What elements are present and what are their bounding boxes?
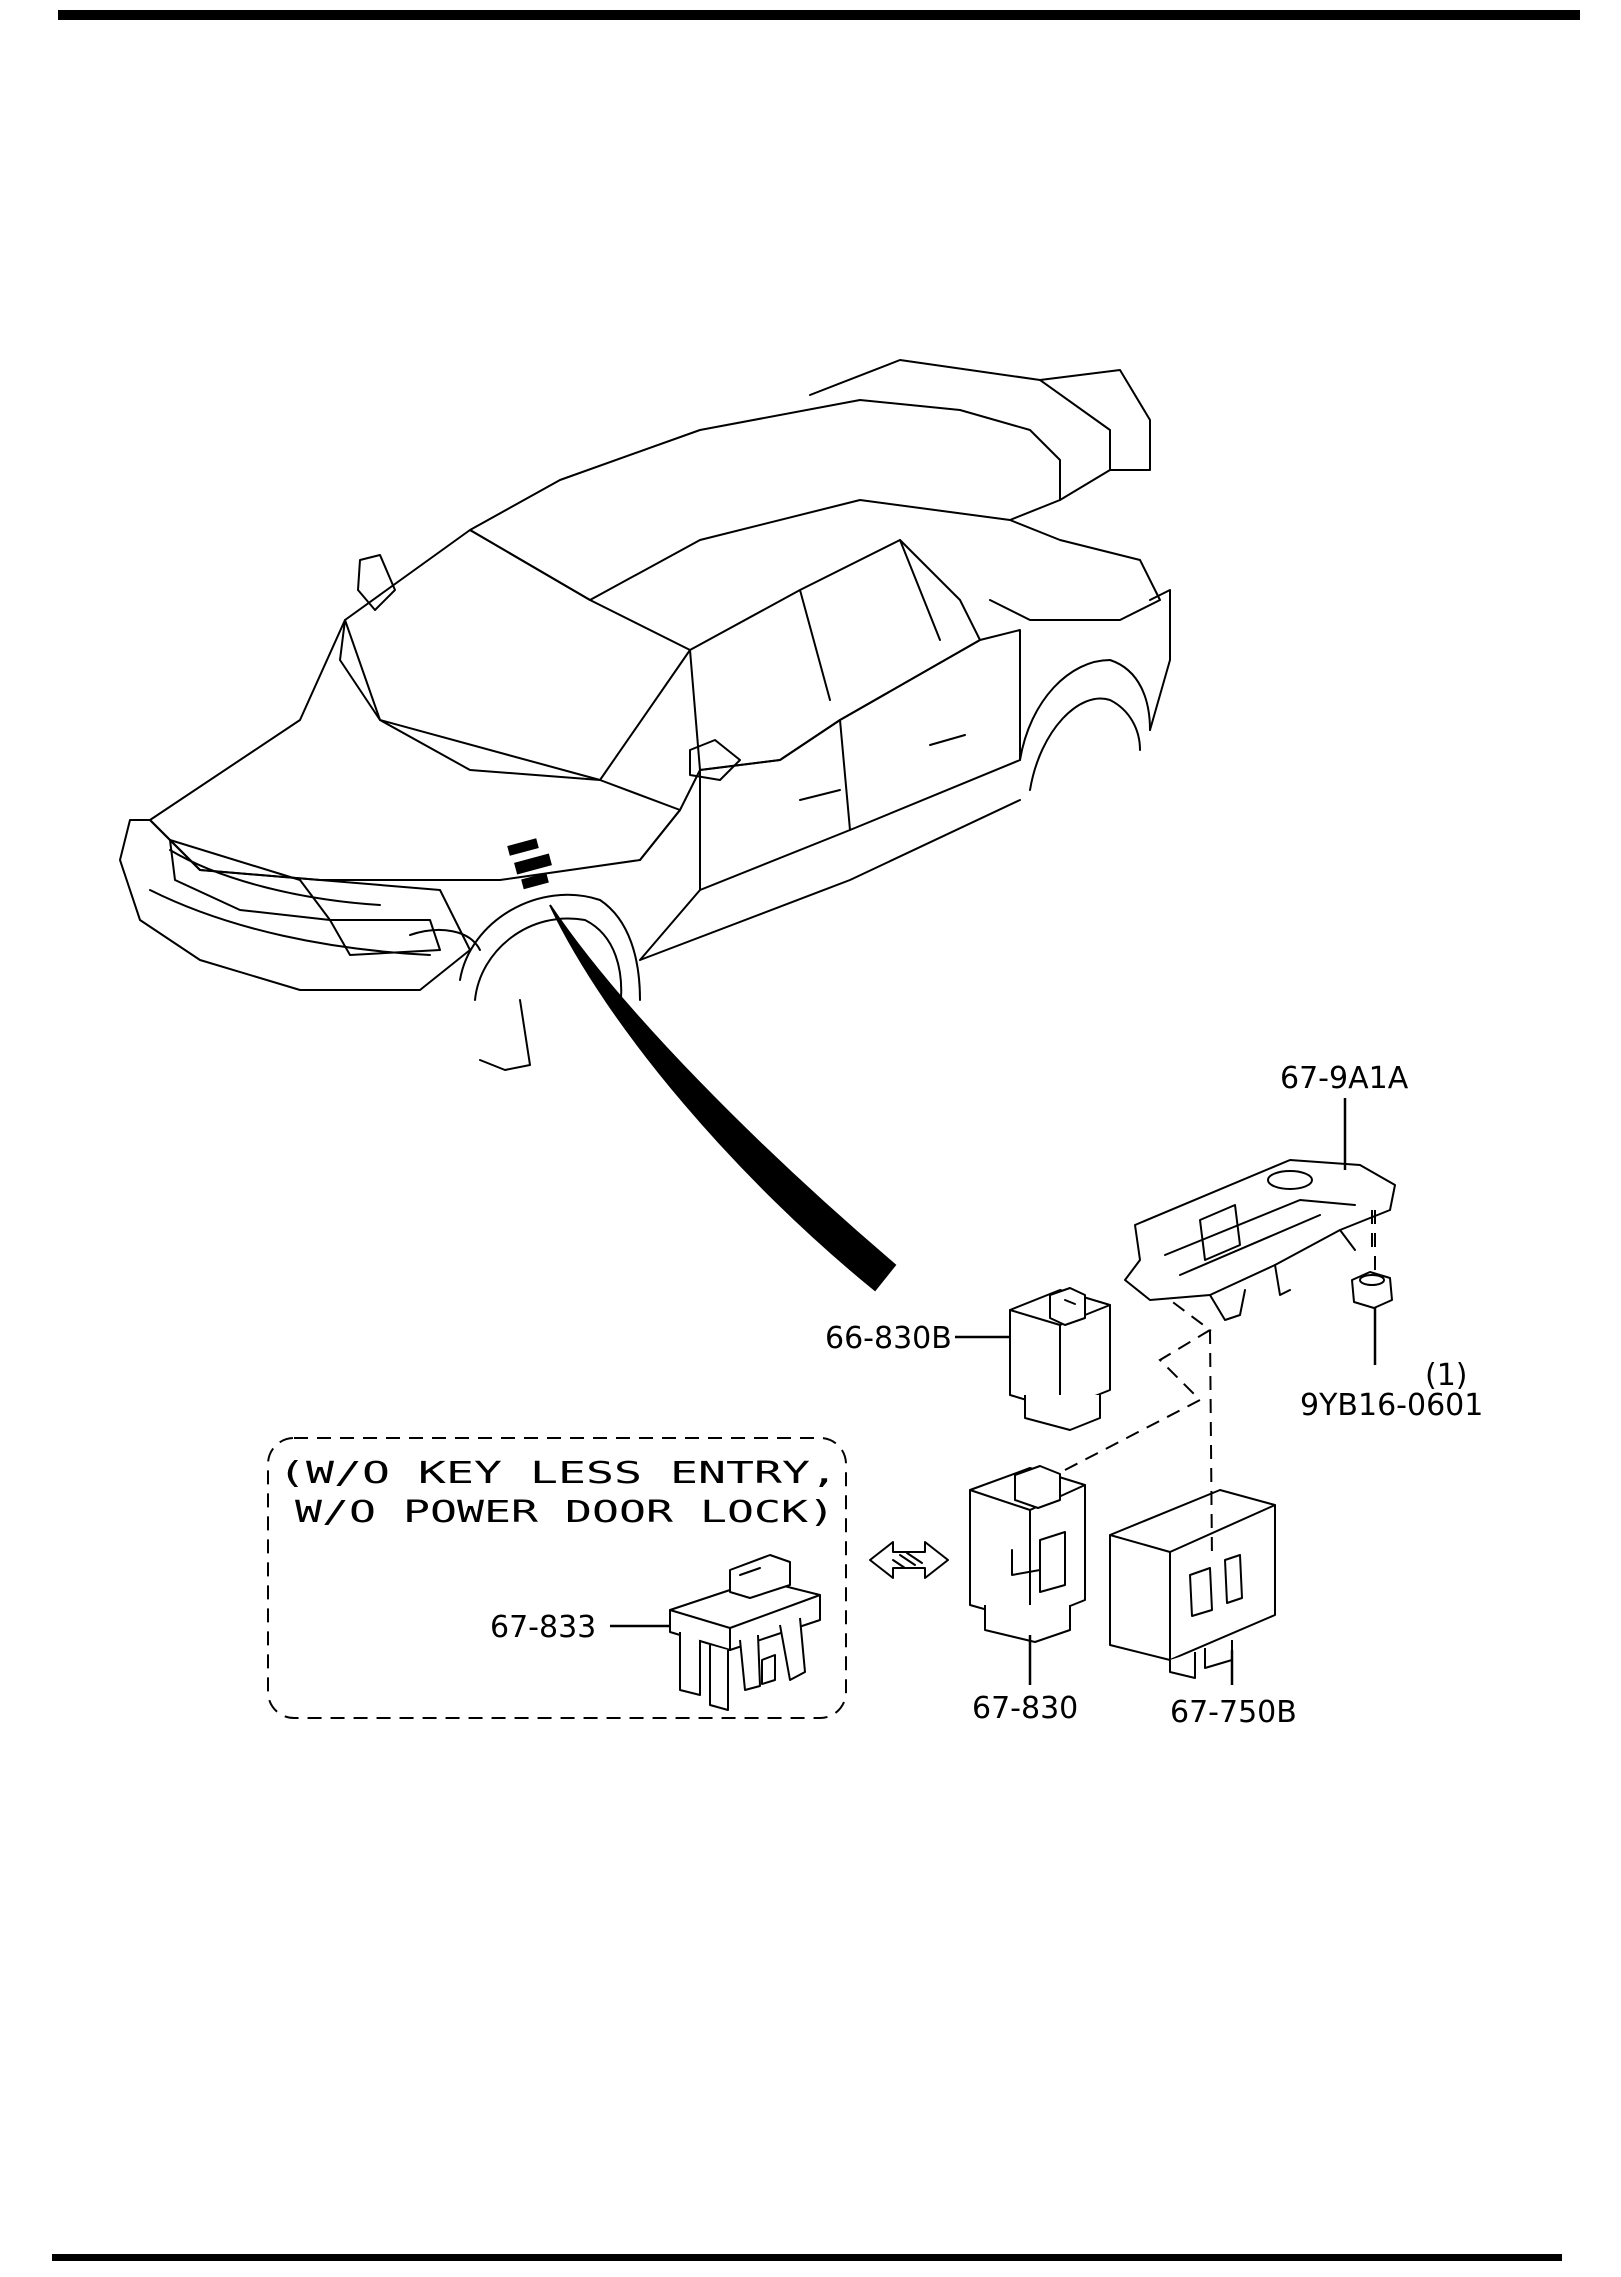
relay-67-830 bbox=[969, 1465, 1086, 1643]
condition-note-line1: (W/O KEY LESS ENTRY, bbox=[278, 1456, 838, 1491]
callout-nut-qty: (1) bbox=[1425, 1358, 1468, 1393]
callout-67-9a1a: 67-9A1A bbox=[1280, 1061, 1409, 1096]
fuse-block-67-833 bbox=[669, 1554, 821, 1711]
car-illustration bbox=[119, 359, 1171, 1071]
alternative-arrow-icon bbox=[869, 1541, 949, 1579]
callout-67-833: 67-833 bbox=[490, 1610, 596, 1645]
bottom-border-rule bbox=[52, 2254, 1562, 2261]
module-67-750b bbox=[1109, 1489, 1276, 1679]
relay-bracket bbox=[1124, 1159, 1396, 1321]
callout-66-830b: 66-830B bbox=[825, 1321, 952, 1356]
assembly-dash-lines bbox=[1064, 1210, 1376, 1561]
detail-pointer-arrow bbox=[549, 904, 897, 1292]
hex-nut bbox=[1351, 1271, 1393, 1309]
callout-9yb16-0601: 9YB16-0601 bbox=[1300, 1388, 1483, 1423]
top-border-rule bbox=[58, 10, 1580, 20]
callout-67-750b: 67-750B bbox=[1170, 1695, 1297, 1730]
callout-67-830: 67-830 bbox=[972, 1691, 1078, 1726]
condition-box bbox=[267, 1437, 847, 1719]
condition-note-line2: W/O POWER DOOR LOCK) bbox=[295, 1495, 835, 1530]
leader-lines bbox=[610, 1098, 1377, 1685]
junction-location-mark bbox=[507, 838, 552, 890]
relay-66-830b bbox=[1009, 1287, 1111, 1431]
